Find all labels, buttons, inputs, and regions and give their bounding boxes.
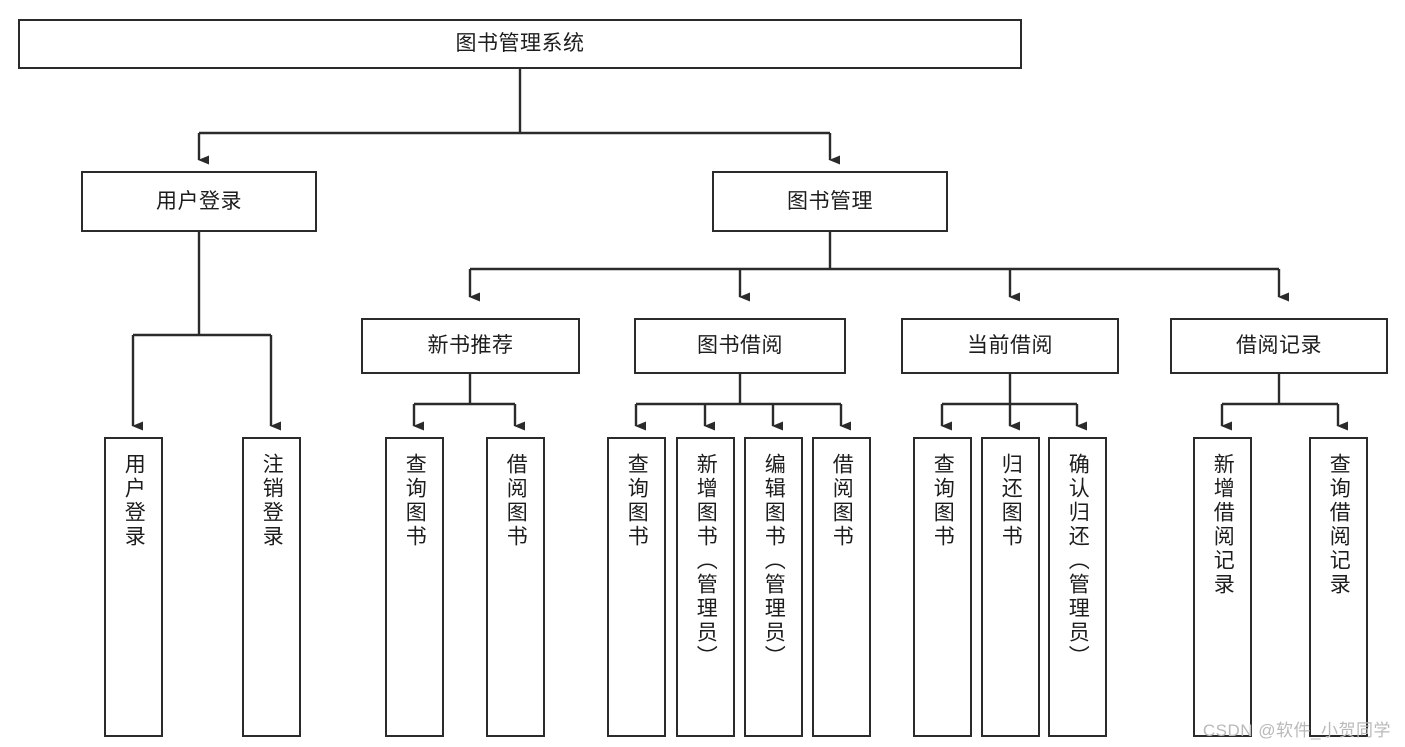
node-label: 查询图书 <box>931 453 955 549</box>
leaf-current-confirm-return-admin[interactable]: 确认归还（管理员） <box>1048 437 1107 737</box>
leaf-record-query-record[interactable]: 查询借阅记录 <box>1309 437 1368 737</box>
leaf-borrow-borrow-book[interactable]: 借阅图书 <box>812 437 871 737</box>
node-label: 图书管理系统 <box>455 32 585 56</box>
node-root-system[interactable]: 图书管理系统 <box>18 19 1022 69</box>
node-label: 借阅图书 <box>830 453 854 549</box>
node-label: 确认归还（管理员） <box>1066 453 1090 669</box>
leaf-borrow-edit-book-admin[interactable]: 编辑图书（管理员） <box>744 437 803 737</box>
node-user-login[interactable]: 用户登录 <box>81 171 317 232</box>
leaf-current-return-book[interactable]: 归还图书 <box>981 437 1040 737</box>
node-current-borrow[interactable]: 当前借阅 <box>901 318 1119 374</box>
node-label: 新书推荐 <box>427 334 514 358</box>
node-new-book-recommend[interactable]: 新书推荐 <box>361 318 580 374</box>
node-label: 当前借阅 <box>967 334 1053 358</box>
node-label: 注销登录 <box>260 453 284 549</box>
leaf-current-query-book[interactable]: 查询图书 <box>913 437 972 737</box>
node-label: 新增图书（管理员） <box>694 453 718 669</box>
node-label: 图书借阅 <box>697 334 783 358</box>
node-label: 查询借阅记录 <box>1327 453 1351 597</box>
leaf-user-login[interactable]: 用户登录 <box>104 437 163 737</box>
node-label: 新增借阅记录 <box>1211 453 1235 597</box>
leaf-recommend-borrow-book[interactable]: 借阅图书 <box>486 437 545 737</box>
node-label: 图书管理 <box>787 189 873 213</box>
leaf-borrow-query-book[interactable]: 查询图书 <box>607 437 666 737</box>
node-label: 查询图书 <box>625 453 649 549</box>
node-label: 借阅记录 <box>1236 334 1322 358</box>
node-book-management[interactable]: 图书管理 <box>712 171 948 232</box>
leaf-user-logout[interactable]: 注销登录 <box>242 437 301 737</box>
node-book-borrow[interactable]: 图书借阅 <box>634 318 846 374</box>
leaf-borrow-add-book-admin[interactable]: 新增图书（管理员） <box>676 437 735 737</box>
leaf-record-add-record[interactable]: 新增借阅记录 <box>1193 437 1252 737</box>
leaf-recommend-query-book[interactable]: 查询图书 <box>385 437 444 737</box>
node-borrow-record[interactable]: 借阅记录 <box>1170 318 1388 374</box>
node-label: 借阅图书 <box>504 453 528 549</box>
node-label: 用户登录 <box>156 189 242 213</box>
node-label: 查询图书 <box>403 453 427 549</box>
node-label: 用户登录 <box>122 453 146 549</box>
watermark-text: CSDN @软件_小贺同学 <box>1202 721 1391 740</box>
node-label: 编辑图书（管理员） <box>762 453 786 669</box>
node-label: 归还图书 <box>999 453 1023 549</box>
